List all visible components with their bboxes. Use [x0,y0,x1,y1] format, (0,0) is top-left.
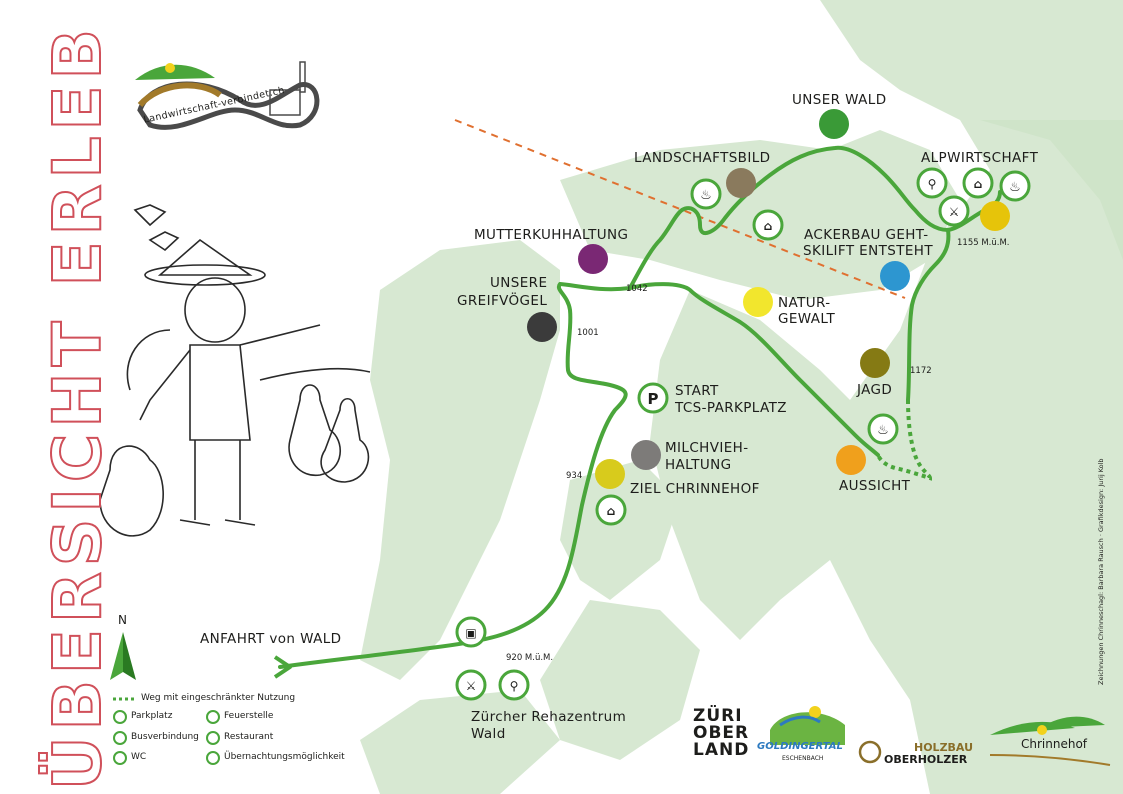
forest-areas [360,0,1123,794]
boundary-line [454,119,906,299]
svg-text:⌂: ⌂ [974,177,983,191]
label-landschaftsbild: LANDSCHAFTSBILD [634,150,771,166]
sponsor-goldingertal: GOLDINGERTAL [757,741,843,752]
bed-icon [752,209,784,241]
sponsor-holzbau: HOLZBAU [914,741,974,754]
bed-icon [962,167,994,199]
elevation-1001: 1001 [577,328,599,338]
svg-text:P: P [648,390,659,408]
station-dot-jagd[interactable] [860,348,890,378]
amenity-glyphs: ♨ ⌂ ⚲ ⌂ ♨ ⚔ ♨ P ⌂ ▣ ⚔ ⚲ [465,177,1021,693]
sponsor-eschenbach: ESCHENBACH [782,755,824,762]
station-dot-unser-wald[interactable] [819,109,849,139]
station-dot-greifvoegel[interactable] [527,312,557,342]
amenity-icons [455,167,1031,701]
fire-icon [690,178,722,210]
svg-text:⚲: ⚲ [928,177,937,191]
sponsor-chrinnehof: Chrinnehof [1021,737,1088,751]
legend-parkplatz: Parkplatz [131,711,173,721]
legend-restricted: Weg mit eingeschränkter Nutzung [141,693,296,703]
page-title: ÜBERSICHT ERLEBNISWEG [39,20,110,790]
title-vertical: ÜBERSICHT ERLEBNISWEG [38,20,110,790]
approach-arrow [273,655,292,679]
bed-icon [595,494,627,526]
label-milchvieh-2: HALTUNG [665,457,732,473]
elevation-1155: 1155 M.ü.M. [957,238,1010,248]
legend-restaurant: Restaurant [224,732,274,742]
restricted-trail [876,399,933,481]
svg-text:⚔: ⚔ [949,205,960,219]
elevation-920: 920 M.ü.M. [506,653,554,663]
svg-text:⌂: ⌂ [607,504,616,518]
label-aussicht: AUSSICHT [839,478,911,494]
svg-text:⌂: ⌂ [764,219,773,233]
station-dot-ackerbau[interactable] [880,261,910,291]
credit-text: Zeichnungen Chrinneschagl: Barbara Rausc… [1097,458,1105,685]
svg-text:⚲: ⚲ [510,679,519,693]
rehazentrum-line2: Wald [471,726,506,742]
parking-icon [637,382,669,414]
chrinnehof-logo [989,716,1111,766]
legend-feuerstelle: Feuerstelle [224,711,274,721]
label-alpwirtschaft: ALPWIRTSCHAFT [921,150,1039,166]
farmer-illustration [99,204,371,537]
legend-icons [113,710,220,765]
rehazentrum-line1: Zürcher Rehazentrum [471,709,627,725]
label-jagd: JAGD [857,382,893,398]
sponsor-oberholzer: OBERHOLZER [884,753,968,766]
wc-icon [498,669,530,701]
fire-icon [999,170,1031,202]
elevation-1042: 1042 [626,284,648,294]
north-label: N [118,613,128,627]
label-unser-wald: UNSER WALD [792,92,887,108]
label-mutterkuhhaltung: MUTTERKUHHALTUNG [474,227,629,243]
svg-text:♨: ♨ [1009,180,1021,195]
label-naturgewalt-2: GEWALT [778,311,836,327]
legend-uebernachtung: Übernachtungsmöglichkeit [224,752,345,762]
wc-icon [916,167,948,199]
station-dot-ziel[interactable] [595,459,625,489]
station-dots [527,109,1010,489]
fire-icon [867,413,899,445]
station-dot-aussicht[interactable] [836,445,866,475]
svg-text:♨: ♨ [877,423,889,438]
restaurant-icon [938,195,970,227]
sponsor-zurioberland: ZÜRI OBER LAND [693,706,750,760]
label-greifvoegel-2: GREIFVÖGEL [457,293,548,309]
station-dot-mutterkuhhaltung[interactable] [578,244,608,274]
label-ackerbau-1: ACKERBAU GEHT- [804,227,929,243]
legend-wc: WC [131,752,147,762]
label-ackerbau-2: SKILIFT ENTSTEHT [803,243,933,259]
label-greifvoegel-1: UNSERE [490,275,548,291]
label-ziel: ZIEL CHRINNEHOF [630,481,760,497]
svg-text:▣: ▣ [465,626,476,640]
goldingertal-logo [770,706,845,745]
bus-icon [455,616,487,648]
trail [278,145,1002,669]
label-start-1: START [675,383,719,399]
legend-busverbindung: Busverbindung [131,732,199,742]
station-dot-alpwirtschaft[interactable] [980,201,1010,231]
oberholzer-logo-icon [858,740,882,764]
label-start-2: TCS-PARKPLATZ [675,400,787,416]
elevation-1172: 1172 [910,366,932,376]
station-dot-landschaftsbild[interactable] [726,168,756,198]
station-dot-milchviehhaltung[interactable] [631,440,661,470]
elevation-934: 934 [566,471,583,481]
svg-text:♨: ♨ [700,188,712,203]
svg-text:⚔: ⚔ [466,679,477,693]
approach-label: ANFAHRT von WALD [200,631,342,647]
label-naturgewalt-1: NATUR- [778,295,831,311]
restaurant-icon [455,669,487,701]
north-arrow [110,632,136,680]
station-dot-naturgewalt[interactable] [743,287,773,317]
logo [135,61,320,130]
label-milchvieh-1: MILCHVIEH- [665,440,749,456]
